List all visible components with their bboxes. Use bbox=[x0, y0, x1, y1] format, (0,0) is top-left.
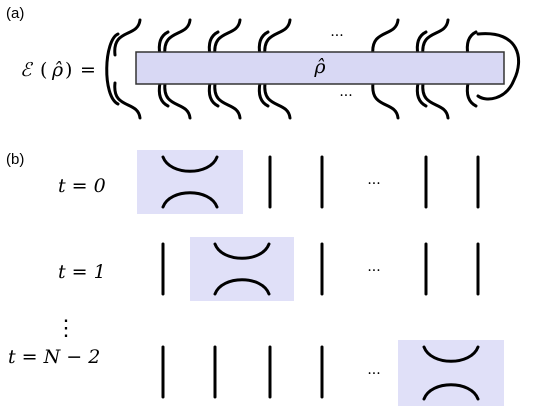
trace-loop bbox=[476, 32, 521, 101]
swap-gate-highlight bbox=[398, 340, 504, 406]
bottom-wire-5 bbox=[421, 81, 450, 120]
row-ellipsis: ··· bbox=[367, 366, 380, 382]
channel-symbol: ℰ bbox=[20, 59, 34, 81]
bottom-wire-0 bbox=[113, 81, 142, 120]
equals-sign: = bbox=[80, 59, 96, 81]
top-wire-1 bbox=[163, 18, 192, 57]
density-matrix-label: ρ̂ bbox=[313, 56, 326, 78]
channel-equation-lhs: ℰ ( ρ̂ ) = bbox=[20, 59, 96, 81]
bottom-wire-2 bbox=[213, 81, 242, 120]
panel-b-label: (b) bbox=[6, 151, 24, 168]
cup-wire bbox=[422, 345, 480, 363]
cup-wire bbox=[213, 242, 271, 260]
row-ellipsis: ··· bbox=[367, 176, 380, 192]
top-wire-3 bbox=[263, 18, 292, 57]
cup-wire bbox=[161, 155, 219, 173]
row-label-t0: t = 0 bbox=[58, 175, 106, 197]
lhs-rho: ρ̂ bbox=[51, 59, 64, 81]
bottom-wire-7 bbox=[207, 81, 220, 108]
cap-wire bbox=[213, 278, 271, 296]
cap-wire bbox=[161, 191, 219, 209]
row-ellipsis: ··· bbox=[367, 263, 380, 279]
layer-row-t1: t = 1 ··· bbox=[58, 237, 480, 301]
bottom-wire-bends bbox=[113, 81, 478, 120]
bottom-wire-4 bbox=[371, 81, 400, 120]
bottom-ellipsis: ··· bbox=[339, 88, 352, 104]
bottom-wire-3 bbox=[263, 81, 292, 120]
lhs-open-paren: ( bbox=[40, 59, 47, 81]
layer-row-tN-2: t = N − 2 ··· bbox=[8, 340, 504, 406]
bottom-wire-9 bbox=[415, 81, 428, 108]
bottom-wire-8 bbox=[257, 81, 270, 108]
vertical-ellipsis: ⋮ bbox=[55, 316, 77, 341]
swap-gate-highlight bbox=[190, 237, 294, 301]
top-ellipsis: ··· bbox=[330, 28, 343, 44]
row-label-t1: t = 1 bbox=[58, 261, 106, 283]
top-wire-4 bbox=[371, 18, 400, 57]
bottom-wire-10 bbox=[465, 81, 478, 108]
top-wire-5 bbox=[421, 18, 450, 57]
swap-gate-highlight bbox=[137, 150, 243, 214]
panel-a-label: (a) bbox=[6, 5, 24, 22]
top-wire-2 bbox=[213, 18, 242, 57]
top-wire-0 bbox=[113, 18, 142, 57]
bottom-wire-1 bbox=[163, 81, 192, 120]
row-label-tN-2: t = N − 2 bbox=[8, 346, 100, 368]
cap-wire bbox=[422, 383, 480, 401]
layer-row-t0: t = 0 ··· bbox=[58, 150, 480, 214]
top-wire-bends bbox=[113, 18, 478, 57]
left-bracket-curve bbox=[105, 32, 120, 106]
bottom-wire-6 bbox=[157, 81, 170, 108]
density-matrix-box bbox=[135, 51, 505, 85]
lhs-close-paren: ) bbox=[65, 59, 72, 81]
